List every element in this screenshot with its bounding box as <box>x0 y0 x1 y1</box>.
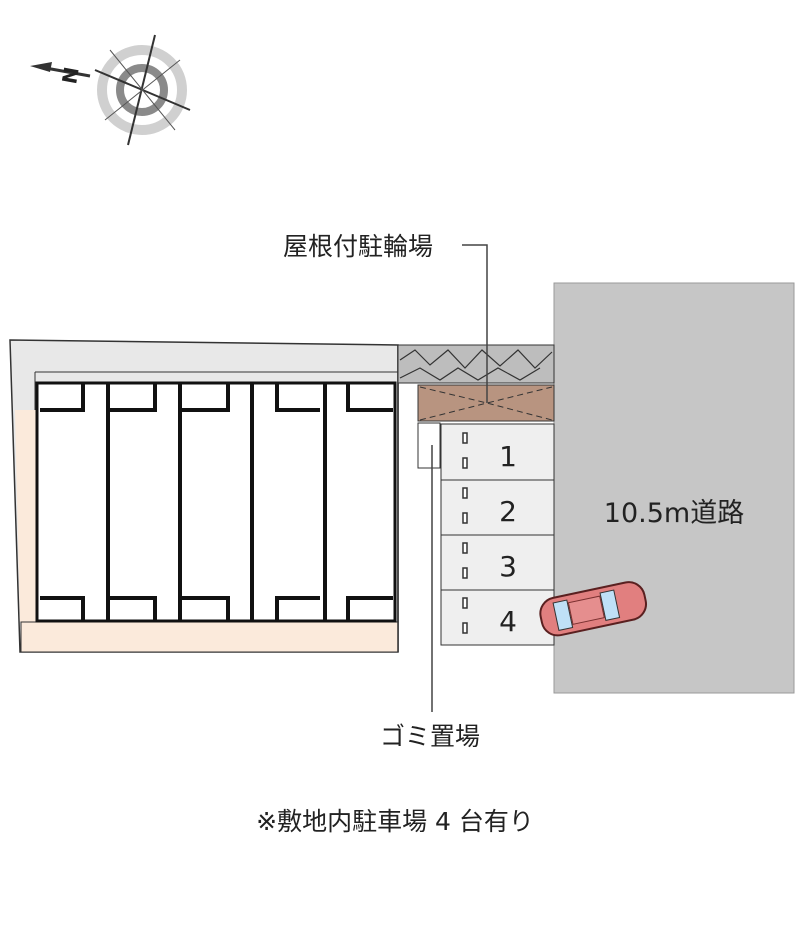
car-icon <box>539 581 648 637</box>
unit-walls <box>40 383 393 620</box>
side-yard <box>15 410 37 622</box>
parking-space-3: 3 <box>499 550 517 583</box>
road-label: 10.5m道路 <box>604 498 744 529</box>
garbage-area <box>417 422 441 469</box>
parking-lot: 1 2 3 4 <box>440 423 555 646</box>
bicycle-parking-label: 屋根付駐輪場 <box>283 232 433 261</box>
road <box>553 282 795 694</box>
gravel-area <box>397 344 555 384</box>
compass-icon: N <box>30 34 191 146</box>
parking-space-4: 4 <box>499 605 517 638</box>
garbage-label: ゴミ置場 <box>380 722 480 751</box>
building <box>35 381 397 623</box>
rear-yard <box>20 621 399 653</box>
covered-bicycle-parking <box>417 384 555 422</box>
parking-space-1: 1 <box>499 440 517 473</box>
parking-space-2: 2 <box>499 495 517 528</box>
north-label: N <box>57 65 84 86</box>
footnote: ※敷地内駐車場 4 台有り <box>256 807 534 836</box>
